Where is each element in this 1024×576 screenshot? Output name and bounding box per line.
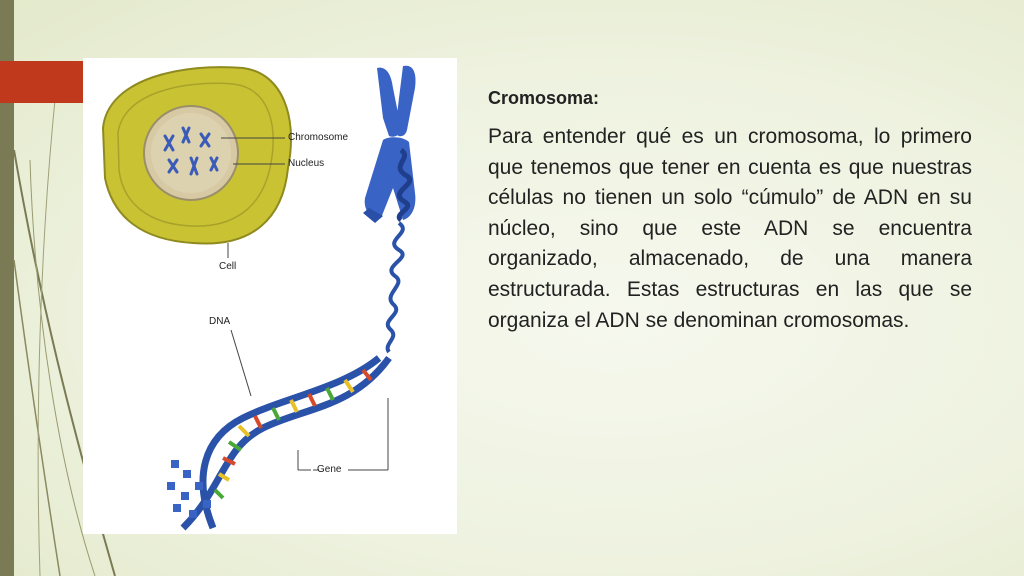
chromatin-coil [385, 221, 405, 354]
left-band [0, 0, 14, 576]
chromosome-illustration [363, 65, 416, 223]
label-cell: Cell [219, 261, 237, 272]
slide-body-text: Para entender qué es un cromosoma, lo pr… [488, 125, 972, 332]
slide-heading: Cromosoma: [488, 88, 600, 108]
label-gene: Gene [317, 464, 342, 475]
accent-bar [0, 61, 83, 103]
cell-illustration [101, 66, 292, 258]
label-chromosome: Chromosome [288, 132, 349, 143]
chromosome-diagram: Chromosome Nucleus Cell DNA Gene [83, 58, 457, 534]
dna-helix-illustration [167, 329, 392, 531]
label-dna: DNA [209, 316, 231, 327]
label-nucleus: Nucleus [288, 158, 325, 169]
